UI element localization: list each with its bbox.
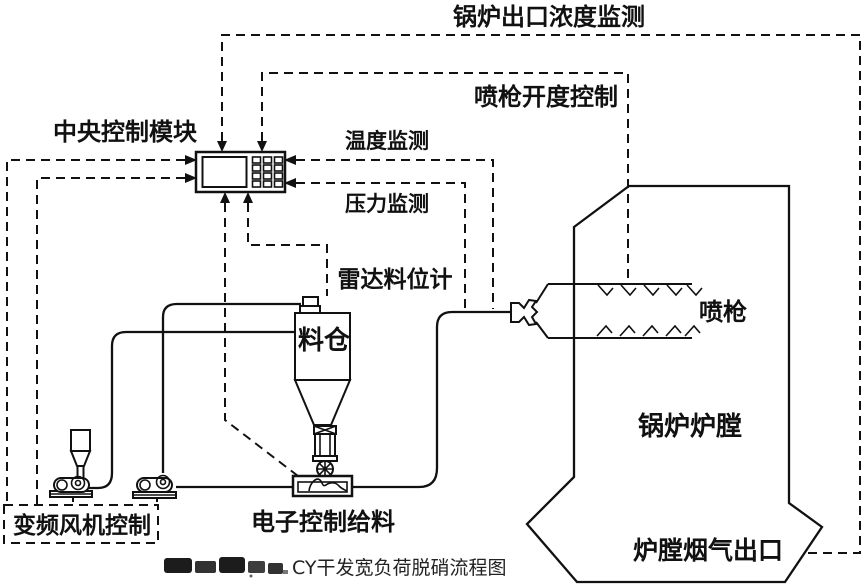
line-fan-control-a <box>6 159 185 505</box>
label-radar-level-meter: 雷达料位计 <box>338 266 453 293</box>
discharge-tube <box>314 433 336 457</box>
blower-right-wheel <box>139 479 151 491</box>
module-keypad <box>251 156 284 188</box>
line-radar-level-meter <box>247 203 328 296</box>
blower-right-hub <box>159 478 167 486</box>
line-fan-control-b <box>36 177 185 505</box>
arrow-into-module-bottom-1 <box>220 192 230 203</box>
label-central-control-module: 中央控制模块 <box>53 118 197 146</box>
spray-ticks-top <box>597 284 703 297</box>
pipe-feeder-to-nozzle <box>352 310 511 489</box>
pipe-left-blower-to-silo <box>89 330 295 490</box>
line-temperature-monitor <box>296 159 494 309</box>
fan-control-dashed-box <box>3 504 159 544</box>
module-screen <box>201 156 248 188</box>
blower-left-hub <box>74 479 82 487</box>
caption-redaction-smudge <box>164 557 288 578</box>
arrow-into-module-top-2 <box>257 141 267 152</box>
line-electronic-feeding-control <box>224 203 299 477</box>
arrow-into-module-bottom-2 <box>243 192 253 203</box>
label-flue-outlet: 炉膛烟气出口 <box>633 536 783 565</box>
label-silo: 料仓 <box>298 325 351 356</box>
arrow-into-module-top-1 <box>217 141 227 152</box>
rotary-valve-spokes <box>317 461 333 477</box>
nozzle-cone-top <box>535 283 549 304</box>
label-electronic-feeding: 电子控制给料 <box>251 508 395 536</box>
material-pile <box>308 478 348 492</box>
discharge-tube-walls <box>319 434 331 456</box>
line-boiler-outlet-concentration <box>221 34 861 554</box>
line-spray-gun-opening-control <box>261 72 629 283</box>
mini-hopper-funnel <box>69 450 92 467</box>
label-pressure-monitor: 压力监测 <box>345 192 429 216</box>
nozzle-cone-bottom <box>535 321 549 339</box>
line-pressure-monitor <box>296 182 466 309</box>
feeder-box-group <box>291 474 354 498</box>
spray-gun-group <box>510 283 703 339</box>
feeder-box-inner <box>297 481 348 493</box>
valve-flange-cross <box>313 425 337 435</box>
label-spray-gun: 喷枪 <box>699 298 747 326</box>
label-temperature-monitor: 温度监测 <box>345 129 429 153</box>
silo-body <box>294 312 351 381</box>
blower-right <box>132 474 177 499</box>
venturi-nozzle <box>510 298 539 327</box>
blower-left-wheel <box>56 479 68 491</box>
silo-group <box>293 296 352 478</box>
label-spray-gun-opening: 喷枪开度控制 <box>474 83 618 111</box>
arrow-into-module-right-1 <box>284 155 296 165</box>
mini-hopper-group <box>69 429 92 479</box>
arrow-into-module-left-1 <box>185 155 197 165</box>
feeder-box <box>291 474 354 498</box>
blower-right-housing <box>155 474 171 490</box>
label-furnace: 锅炉炉膛 <box>638 412 742 442</box>
label-fan-control: 变频风机控制 <box>13 512 151 539</box>
arrow-into-module-right-2 <box>284 178 296 188</box>
silo-cap-top <box>302 296 319 307</box>
mini-hopper-body <box>70 429 91 452</box>
blower-left-housing <box>70 475 86 491</box>
arrow-into-module-left-2 <box>185 173 197 183</box>
diagram-caption: CY干发宽负荷脱硝流程图 <box>292 557 507 579</box>
central-control-module <box>194 150 287 194</box>
spray-ticks-bottom <box>596 324 701 337</box>
blower-left <box>49 475 93 498</box>
furnace-outline <box>525 184 824 584</box>
pipe-right-blower-to-silo-cap <box>161 302 301 473</box>
label-boiler-outlet-concentration: 锅炉出口浓度监测 <box>453 3 645 31</box>
silo-funnel <box>293 379 352 426</box>
